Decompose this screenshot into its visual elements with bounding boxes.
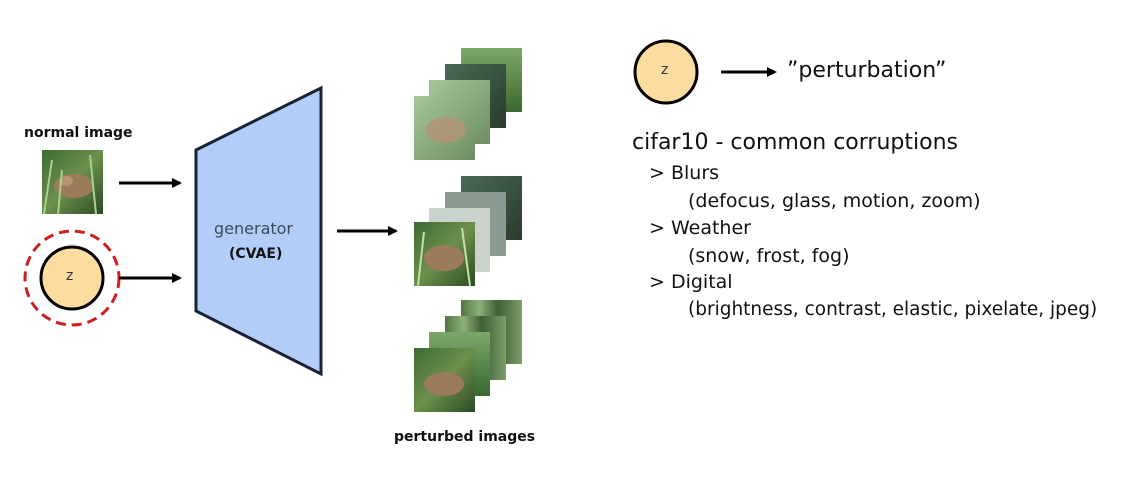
normal-image-thumbnail (42, 150, 103, 215)
legend-z-label: z (661, 62, 669, 78)
normal-image-label: normal image (24, 125, 133, 141)
legend-z-circle (633, 39, 699, 105)
generator-block (194, 85, 323, 377)
category-blurs: > Blurs (649, 162, 720, 184)
corruptions-title: cifar10 - common corruptions (632, 130, 958, 155)
z-circle (39, 245, 105, 311)
perturbed-stack-2 (414, 176, 522, 287)
category-digital-items: (brightness, contrast, elastic, pixelate… (688, 299, 1098, 320)
perturbed-images-label: perturbed images (394, 429, 536, 445)
category-digital: > Digital (649, 271, 733, 293)
legend-perturbation-text: ”perturbation” (787, 58, 947, 83)
category-blurs-items: (defocus, glass, motion, zoom) (688, 190, 981, 212)
perturbed-stack-3 (414, 300, 522, 412)
perturbed-stack-1 (414, 48, 522, 160)
generator-subtitle: (CVAE) (229, 246, 283, 262)
category-weather: > Weather (649, 217, 751, 239)
z-label: z (66, 268, 74, 284)
generator-title: generator (214, 219, 294, 238)
category-weather-items: (snow, frost, fog) (688, 245, 850, 267)
